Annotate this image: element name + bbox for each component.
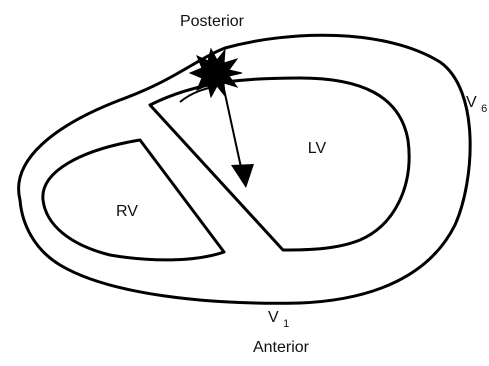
v1-sub: 1 — [283, 318, 289, 330]
anterior-label: Anterior — [253, 339, 310, 356]
v1-label: V 1 — [268, 309, 289, 330]
v6-label: V 6 — [466, 94, 487, 115]
rv-label: RV — [116, 203, 138, 220]
v1-main: V — [268, 309, 279, 326]
posterior-label: Posterior — [180, 13, 245, 30]
v6-main: V — [466, 94, 477, 111]
lv-label: LV — [308, 140, 327, 157]
v6-sub: 6 — [481, 103, 487, 115]
